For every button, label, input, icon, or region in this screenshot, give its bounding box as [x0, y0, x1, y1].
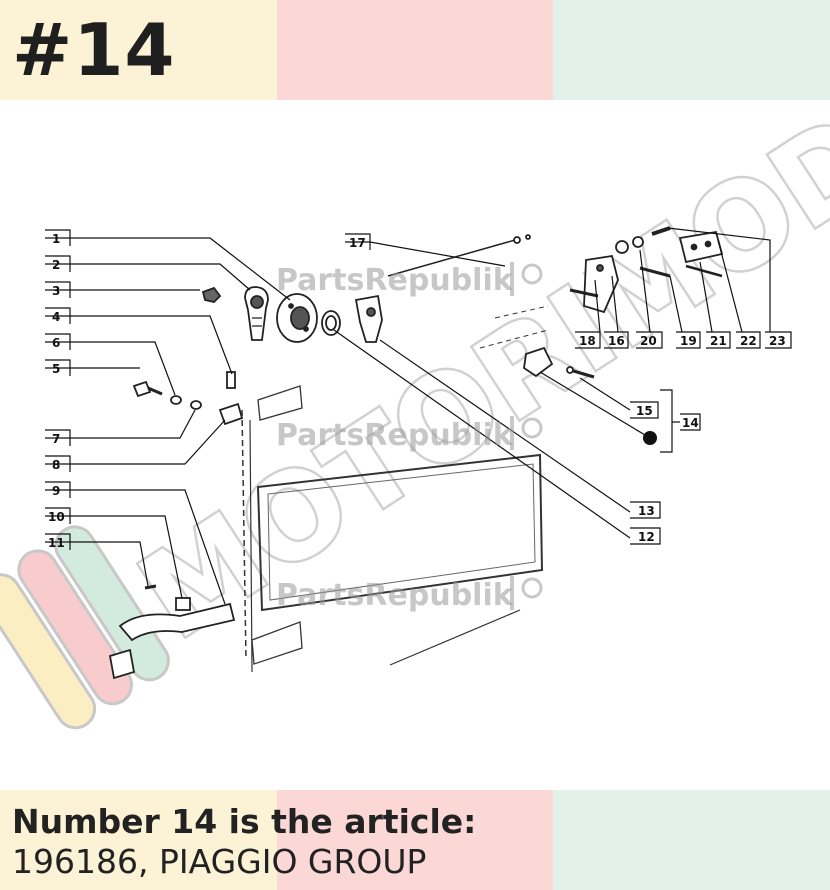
part-15-lock-cylinder-icon — [523, 346, 595, 379]
svg-text:20: 20 — [640, 334, 657, 348]
labels: 1 2 3 4 6 5 7 8 9 10 11 17 18 16 20 19 2… — [45, 229, 792, 550]
svg-text:13: 13 — [638, 504, 655, 518]
svg-text:4: 4 — [52, 310, 60, 324]
watermarks: PartsRepublik PartsRepublik PartsRepubli… — [276, 262, 543, 613]
label-2: 2 — [45, 255, 71, 272]
part-19-bolt-icon — [639, 266, 671, 278]
part-1-disc-icon — [276, 293, 318, 343]
label-9: 9 — [45, 481, 71, 498]
part-16-latch-plate-icon — [569, 254, 619, 314]
title-strip-green — [553, 0, 830, 100]
label-18: 18 — [575, 331, 601, 349]
part-17-rod-icon — [387, 234, 531, 277]
svg-text:8: 8 — [52, 458, 60, 472]
footer-strip-yellow — [0, 790, 277, 890]
title-strip-pink — [277, 0, 553, 100]
part-7-washer-icon — [190, 400, 202, 410]
label-12: 12 — [630, 527, 661, 545]
part-20-washer-icon — [615, 236, 644, 254]
footer-strip-green — [553, 790, 830, 890]
part-2-knob-icon — [244, 286, 269, 341]
label-22: 22 — [736, 331, 761, 349]
label-15: 15 — [630, 401, 659, 419]
part-10-plate-icon — [175, 597, 191, 611]
label-14: 14 — [680, 413, 701, 431]
label-3: 3 — [45, 281, 71, 298]
part-13-lever-icon — [354, 294, 383, 343]
label-11: 11 — [45, 533, 71, 550]
svg-text:17: 17 — [349, 236, 366, 250]
part-23-screw-icon — [651, 226, 671, 236]
label-10: 10 — [45, 507, 71, 524]
part-9-strap-icon — [108, 602, 236, 680]
part-11-screw-icon — [144, 584, 157, 590]
title-strip-yellow — [0, 0, 277, 100]
svg-text:3: 3 — [52, 284, 60, 298]
svg-text:11: 11 — [48, 536, 65, 550]
svg-text:PartsRepublik: PartsRepublik — [276, 578, 514, 613]
svg-text:1: 1 — [52, 232, 60, 246]
footer-strip-pink — [277, 790, 553, 890]
door-panel — [241, 305, 549, 673]
svg-text:16: 16 — [608, 334, 625, 348]
parts — [108, 226, 724, 680]
article-number: 196186, PIAGGIO GROUP — [12, 842, 427, 881]
svg-text:6: 6 — [52, 336, 60, 350]
parts-diagram: MOTORIMODA — [0, 100, 830, 730]
label-8: 8 — [45, 455, 71, 472]
svg-text:9: 9 — [52, 484, 60, 498]
svg-text:7: 7 — [52, 432, 60, 446]
leader-lines — [45, 227, 771, 605]
svg-text:5: 5 — [52, 362, 60, 376]
label-13: 13 — [630, 501, 661, 519]
label-5: 5 — [45, 359, 71, 376]
svg-text:23: 23 — [769, 334, 786, 348]
svg-text:22: 22 — [740, 334, 757, 348]
svg-text:19: 19 — [680, 334, 697, 348]
part-5-screw-icon — [132, 380, 163, 398]
svg-text:15: 15 — [636, 404, 653, 418]
svg-text:18: 18 — [579, 334, 596, 348]
part-4-pin-icon — [226, 371, 236, 389]
svg-text:PartsRepublik: PartsRepublik — [276, 418, 514, 453]
part-21-bracket-icon — [685, 264, 723, 278]
watermark-middle: PartsRepublik — [276, 416, 543, 453]
svg-text:21: 21 — [710, 334, 727, 348]
svg-text:2: 2 — [52, 258, 60, 272]
article-heading: Number 14 is the article: — [12, 802, 477, 841]
label-23: 23 — [765, 331, 792, 349]
svg-text:10: 10 — [48, 510, 65, 524]
page-title: #14 — [12, 8, 176, 92]
label-1: 1 — [45, 229, 71, 246]
label-7: 7 — [45, 429, 71, 446]
label-20: 20 — [636, 331, 663, 349]
part-8-cam-icon — [218, 402, 244, 426]
watermark-bottom: PartsRepublik — [276, 576, 543, 613]
label-21: 21 — [706, 331, 731, 349]
label-6: 6 — [45, 333, 71, 350]
part-12-spring-icon — [321, 310, 341, 336]
watermark-top: PartsRepublik — [276, 262, 543, 298]
label-16: 16 — [604, 331, 629, 349]
part-6-washer-icon — [170, 395, 182, 405]
label-17: 17 — [345, 233, 371, 250]
part-3-bolt-icon — [201, 286, 222, 303]
svg-text:12: 12 — [638, 530, 655, 544]
title-band — [0, 0, 830, 100]
svg-text:PartsRepublik: PartsRepublik — [276, 263, 514, 298]
footer-band — [0, 790, 830, 890]
label-19: 19 — [676, 331, 701, 349]
label-4: 4 — [45, 307, 71, 324]
svg-text:14: 14 — [682, 416, 699, 430]
